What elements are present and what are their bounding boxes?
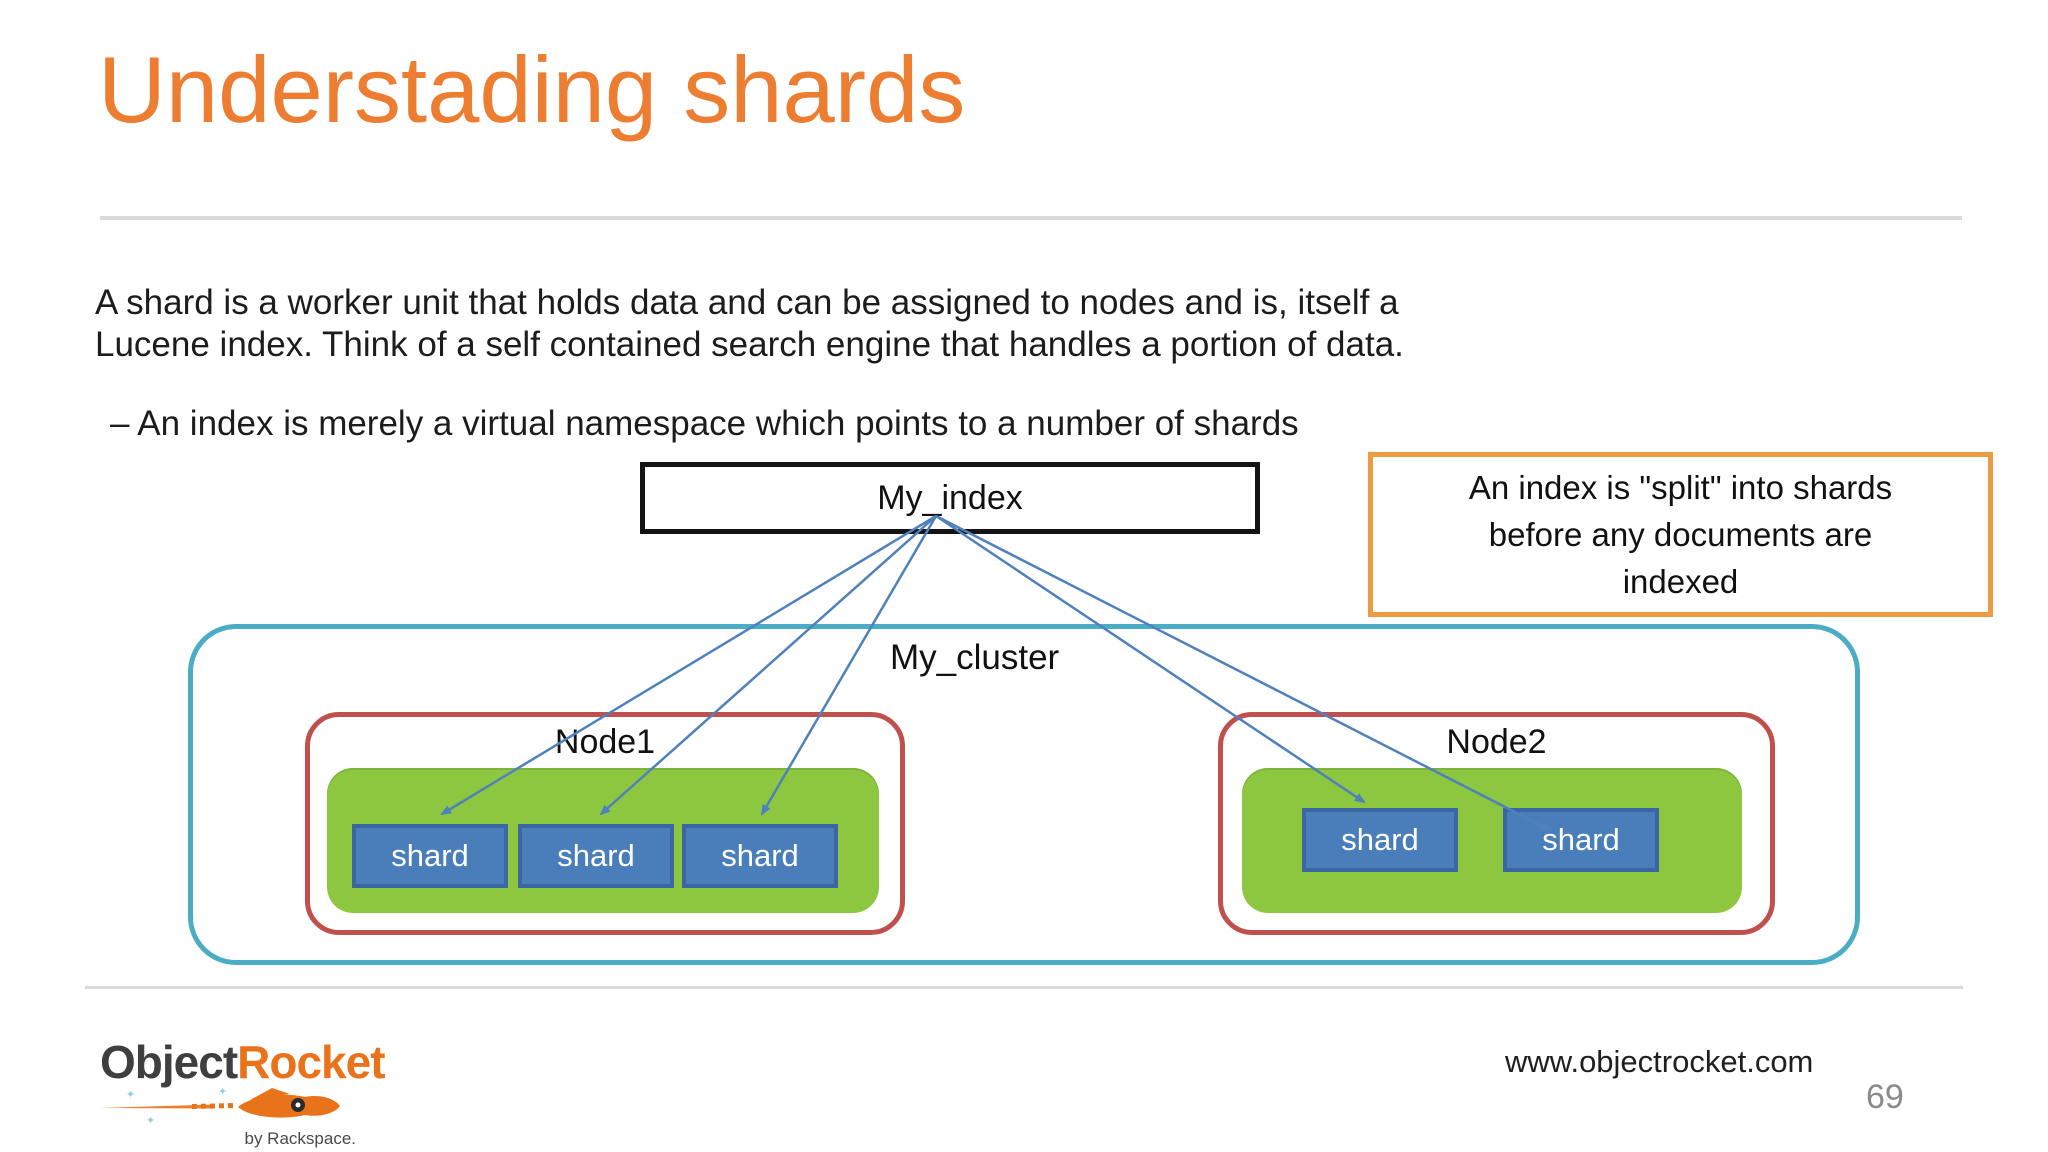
shard-label: shard [557, 838, 635, 873]
slide-title: Understading shards [98, 37, 966, 142]
shard-box: shard [1302, 808, 1458, 872]
node2-label: Node2 [1446, 723, 1547, 761]
cluster-label: My_cluster [890, 638, 1060, 677]
node1-box: Node1 shard shard shard [305, 712, 905, 935]
body-paragraph: A shard is a worker unit that holds data… [95, 282, 1404, 366]
my-index-label: My_index [877, 478, 1023, 517]
my-index-box: My_index [640, 462, 1260, 534]
body-bullet: – An index is merely a virtual namespace… [110, 404, 1299, 443]
page-number: 69 [1866, 1078, 1904, 1116]
footer-divider [85, 986, 1963, 989]
objectrocket-wordmark: ObjectRocket [100, 1036, 386, 1088]
callout-line-1: An index is "split" into shards [1468, 469, 1893, 506]
shard-label: shard [391, 838, 469, 873]
node1-label: Node1 [554, 723, 656, 761]
shard-box: shard [352, 824, 508, 888]
logo-word-object: Object [100, 1036, 238, 1088]
objectrocket-logo: ObjectRocket ✦ ✦ ✦ by Rackspace. [100, 1036, 386, 1149]
svg-text:✦: ✦ [218, 1086, 227, 1098]
node2-box: Node2 shard shard [1218, 712, 1775, 935]
shard-box: shard [1503, 808, 1659, 872]
shard-label: shard [1542, 822, 1620, 857]
rocket-icon: ✦ ✦ ✦ [100, 1086, 340, 1127]
callout-line-2: before any documents are [1488, 516, 1873, 553]
callout-box: An index is "split" into shards before a… [1368, 452, 1993, 617]
body-line-1: A shard is a worker unit that holds data… [95, 283, 1399, 322]
svg-text:✦: ✦ [126, 1089, 135, 1101]
shard-label: shard [721, 838, 799, 873]
shard-box: shard [682, 824, 838, 888]
svg-text:✦: ✦ [146, 1115, 155, 1126]
logo-word-rocket: Rocket [237, 1036, 385, 1088]
title-divider [100, 216, 1962, 220]
website-url: www.objectrocket.com [1505, 1044, 1814, 1079]
shard-label: shard [1341, 822, 1419, 857]
shard-box: shard [518, 824, 674, 888]
callout-line-3: indexed [1622, 563, 1739, 600]
body-line-2: Lucene index. Think of a self contained … [95, 325, 1404, 364]
logo-byline: by Rackspace. [244, 1129, 357, 1148]
